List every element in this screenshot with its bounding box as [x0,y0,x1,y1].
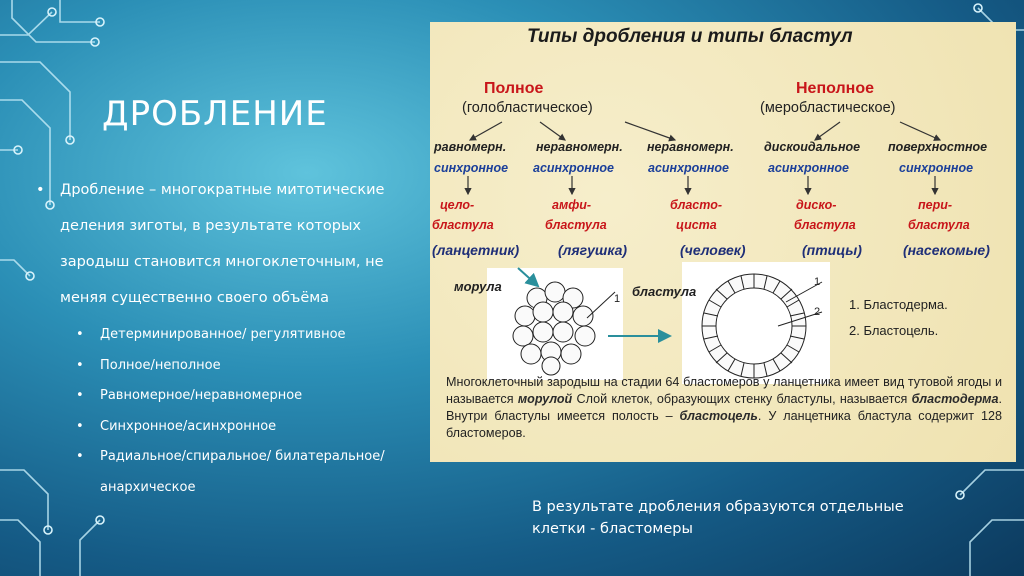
sub-bullet-text: Радиальное/спиральное/ билатеральное/ана… [100,449,385,495]
example-label: (ланцетник) [432,242,520,258]
teal-arrows [517,267,672,343]
slide-title: ДРОБЛЕНИЕ [102,94,328,134]
blastula-prefix: бласто- [670,198,723,212]
blastula-pointer-1: 1 [814,276,821,288]
bullet-icon: • [76,449,84,464]
cleavage-figure: Типы дробления и типы бластул Полное (го… [430,22,1016,462]
description-term: бластодерма [911,392,999,406]
type-label: неравномерн. [647,140,734,154]
example-label: (лягушка) [558,242,628,258]
blastula-image [682,262,830,384]
blastula-prefix: амфи- [552,198,592,212]
branch-arrows [468,121,942,142]
figure-title: Типы дробления и типы бластул [527,26,853,47]
down-arrows [464,176,939,196]
sync-label: асинхронное [648,161,729,175]
type-label: равномерн. [434,140,507,154]
bullet-icon: • [76,357,84,373]
bullet-icon: • [36,182,45,198]
legend-item-2: 2. Бластоцель. [849,323,939,338]
sync-label: асинхронное [768,161,849,175]
example-label: (человек) [680,242,746,258]
partial-cleavage-sub: (меробластическое) [760,100,896,116]
blastula-prefix: пери- [918,198,953,212]
blastula-pointer-2: 2 [814,306,821,318]
description-term: морулой [517,392,573,406]
sync-label: синхронное [899,161,974,175]
example-label: (птицы) [802,242,862,258]
figure-description: Многоклеточный зародыш на стадии 64 блас… [446,374,1002,442]
sub-bullet-text: Полное/неполное [100,357,221,373]
type-label: неравномерн. [536,140,623,154]
partial-cleavage-label: Неполное [796,80,874,97]
sub-bullet-text: Равномерное/неравномерное [100,388,303,403]
slide-note: В результате дробления образуются отдель… [532,499,904,537]
sync-label: синхронное [434,161,509,175]
morula-label: морула [454,279,502,294]
sub-bullet-text: Синхронное/асинхронное [100,418,277,434]
slide-body: • Дробление – многократные митотические … [36,172,416,503]
morula-pointer-number: 1 [614,293,621,305]
blastula-prefix: диско- [796,198,837,212]
blastula-suffix: бластула [545,218,607,232]
legend-item-1: 1. Бластодерма. [849,297,948,312]
bullet-icon: • [76,327,84,342]
full-cleavage-label: Полное [484,80,544,97]
sub-bullet: • Синхронное/асинхронное [36,412,416,443]
bullet-icon: • [76,388,84,403]
example-label: (насекомые) [903,242,990,258]
sub-bullet: • Полное/неполное [36,351,416,382]
sub-bullet-list: • Детерминированное/ регулятивное • Полное… [36,320,416,503]
description-text: Слой клеток, образующих стенку бластулы,… [572,392,912,406]
main-bullet-text: Дробление – многократные митотические де… [60,182,385,306]
blastula-suffix: циста [676,218,717,232]
description-text: Многоклеточный зародыш на стадии 64 блас… [446,375,1002,406]
morula-image [487,268,623,380]
sub-bullet-text: Детерминированное/ регулятивное [100,327,346,342]
sub-bullet: • Детерминированное/ регулятивное [36,320,416,351]
description-term: бластоцель [679,409,758,423]
type-label: дискоидальное [764,140,861,154]
full-cleavage-sub: (голобластическое) [462,100,593,116]
bullet-icon: • [76,418,84,434]
sync-label: асинхронное [533,161,614,175]
type-label: поверхностное [888,140,988,154]
blastula-prefix: цело- [440,198,475,212]
blastula-suffix: бластула [908,218,970,232]
main-bullet: • Дробление – многократные митотические … [36,172,416,316]
blastula-suffix: бластула [432,218,494,232]
description-text: . У ланцетника бластула содержит 128 бла… [446,409,1002,440]
sub-bullet: • Равномерное/неравномерное [36,381,416,412]
description-text: . Внутри бластулы имеется полость – [446,392,1002,423]
sub-bullet: • Радиальное/спиральное/ билатеральное/ан… [36,442,416,503]
blastula-label: бластула [632,284,697,299]
blastula-suffix: бластула [794,218,856,232]
